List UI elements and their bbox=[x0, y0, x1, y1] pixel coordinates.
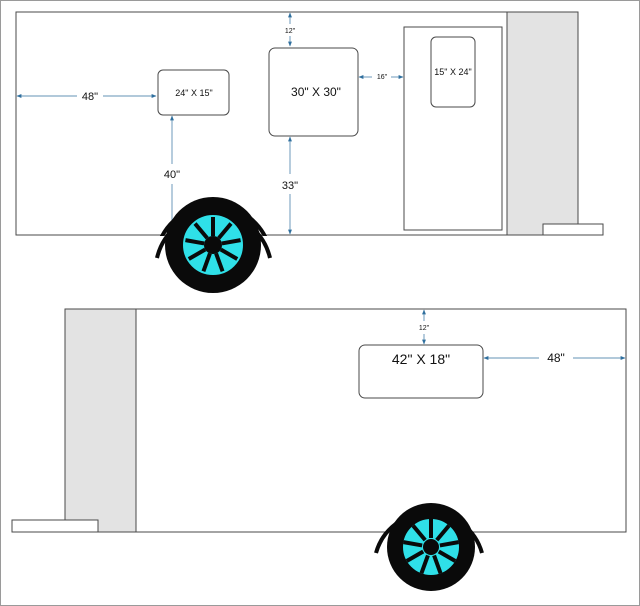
wheel-spoke bbox=[419, 554, 430, 574]
trailer-body-b bbox=[64, 308, 627, 533]
dim-top-gap-b-label: 12" bbox=[419, 325, 430, 332]
wheel-spoke bbox=[187, 247, 207, 261]
wheel-spoke bbox=[432, 554, 443, 574]
wheel-a bbox=[150, 197, 278, 293]
wheel-b bbox=[374, 503, 484, 591]
wheel-spoke bbox=[201, 252, 212, 272]
window-small-label: 24" X 15" bbox=[175, 88, 212, 98]
wheel-spoke bbox=[411, 524, 427, 542]
spokes-b bbox=[403, 519, 459, 574]
dim-spacing-label: 16" bbox=[377, 74, 388, 81]
window-large-b-label: 42" X 18" bbox=[392, 351, 450, 367]
dim-right-offset-label: 48" bbox=[547, 351, 565, 365]
wheel-spoke bbox=[185, 238, 205, 246]
wheel-spoke bbox=[439, 540, 459, 548]
rear-section-a bbox=[506, 11, 579, 236]
wheel-spoke bbox=[405, 549, 425, 563]
window-small bbox=[157, 69, 230, 116]
hub-center-b bbox=[423, 539, 439, 555]
window-large bbox=[268, 47, 359, 137]
wheel-spoke bbox=[217, 222, 233, 240]
spokes-a bbox=[185, 217, 241, 272]
dim-small-height-label: 40" bbox=[164, 169, 180, 181]
trailer-side-a: 24" X 15" 30" X 30" 15" X 24" 48" 12" 16… bbox=[15, 11, 604, 293]
hub-center-a bbox=[204, 236, 222, 254]
rear-step-a bbox=[542, 223, 604, 236]
wheel-spoke bbox=[221, 238, 241, 246]
window-large-label: 30" X 30" bbox=[291, 85, 341, 99]
door-window bbox=[430, 36, 476, 108]
window-large-b bbox=[358, 344, 484, 399]
trailer-side-b: 42" X 18" 12" 48" bbox=[11, 308, 627, 591]
wheel-spoke bbox=[219, 247, 239, 261]
wheel-spoke bbox=[403, 540, 423, 548]
rear-section-b bbox=[64, 308, 137, 533]
wheel-spoke bbox=[214, 252, 225, 272]
dim-top-gap-label: 12" bbox=[285, 28, 296, 35]
wheel-spoke bbox=[193, 222, 209, 240]
rear-step-b bbox=[11, 519, 99, 533]
door-window-label: 15" X 24" bbox=[434, 67, 471, 77]
wheel-spoke bbox=[435, 524, 451, 542]
wheel-spoke bbox=[437, 549, 457, 563]
dim-large-height-label: 33" bbox=[282, 180, 298, 192]
dim-left-offset-label: 48" bbox=[82, 91, 98, 103]
